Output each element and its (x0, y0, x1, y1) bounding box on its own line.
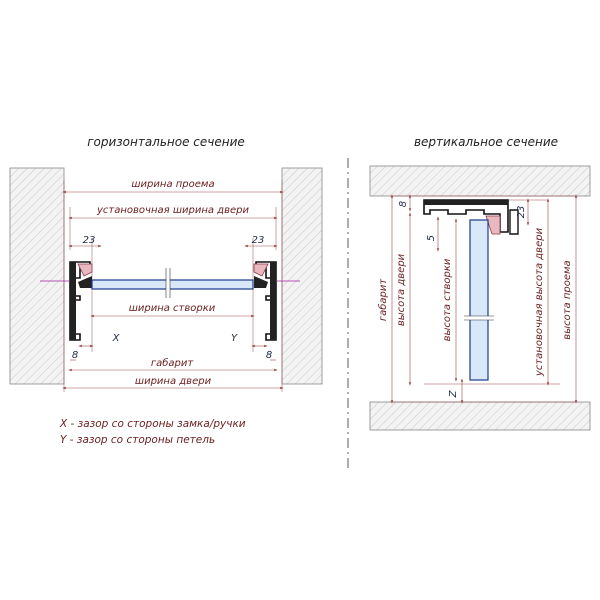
legend-x: X - зазор со стороны замка/ручки (59, 418, 246, 430)
vertical-5-dimension: 5 (426, 235, 437, 241)
vertical-glass-leaf (469, 219, 489, 381)
horizontal-section: ширина проема установочная ширина двери … (9, 167, 323, 392)
right-wall (281, 167, 323, 385)
left-door-profile (40, 261, 93, 341)
right-8-dimension: 8 (266, 350, 272, 361)
vertical-overall-label: габарит (377, 278, 389, 322)
vertical-section: 8 5 23 габарит высота двери высота створ… (369, 165, 591, 431)
left-23-dimension: 23 (83, 235, 96, 246)
horizontal-glass-leaf (91, 279, 254, 290)
horizontal-section-title: горизонтальное сечение (87, 135, 245, 149)
legend-y: Y - зазор со стороны петель (60, 434, 215, 446)
leaf-height-label: высота створки (442, 258, 453, 341)
right-23-dimension: 23 (252, 235, 265, 246)
opening-height-label: высота проема (562, 260, 573, 339)
install-height-label: установочная высота двери (534, 227, 545, 377)
gap-z-label: Z (448, 389, 459, 398)
leaf-width-label: ширина створки (129, 303, 216, 314)
opening-width-label: ширина проема (131, 179, 214, 190)
ceiling (369, 165, 591, 197)
left-wall (9, 167, 65, 385)
vertical-23-dimension: 23 (516, 206, 527, 219)
door-height-label: высота двери (396, 253, 407, 326)
top-door-profile (423, 199, 519, 235)
floor (369, 401, 591, 431)
gap-y-label: Y (231, 333, 238, 344)
left-8-dimension: 8 (72, 350, 78, 361)
door-width-label: ширина двери (135, 376, 212, 387)
gap-x-label: X (112, 333, 121, 344)
install-width-label: установочная ширина двери (96, 205, 249, 216)
vertical-section-title: вертикальное сечение (414, 135, 558, 149)
right-door-profile (253, 261, 300, 341)
vertical-8-dimension: 8 (398, 201, 409, 207)
overall-width-label: габарит (151, 357, 195, 369)
